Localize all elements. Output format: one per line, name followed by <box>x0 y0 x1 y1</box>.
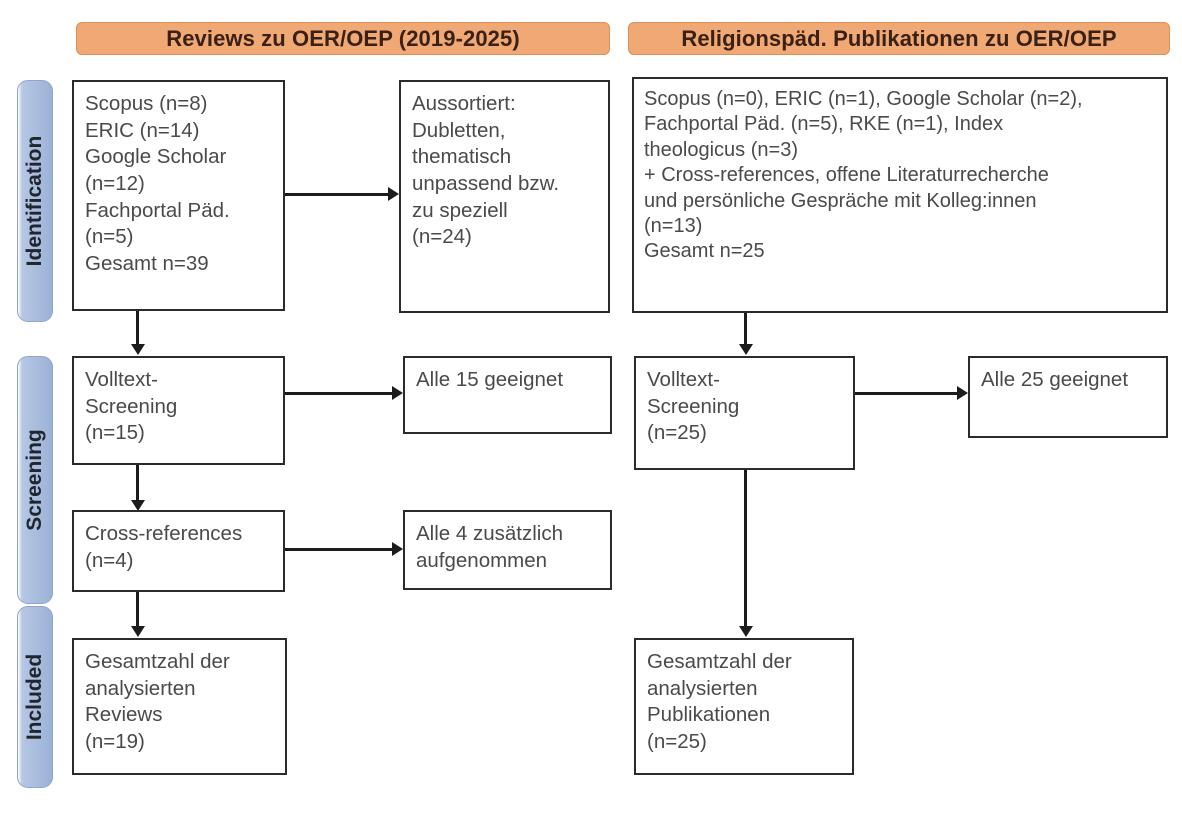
stage-label-screening: Screening <box>23 429 46 531</box>
stage-label-included: Included <box>23 653 46 741</box>
arrowhead-right-sources-to-fulltext <box>739 344 753 355</box>
connector-right-fulltext-to-included <box>744 470 747 628</box>
box-right-included-total: Gesamtzahl der analysierten Publikatione… <box>634 638 854 775</box>
stage-pill-identification: Identification <box>17 80 53 322</box>
connector-right-sources-to-fulltext <box>744 313 747 345</box>
arrowhead-left-sources-to-fulltext <box>131 344 145 355</box>
box-left-cross-references: Cross-references (n=4) <box>72 510 285 592</box>
arrowhead-left-crossrefs-to-included <box>131 626 145 637</box>
connector-left-fulltext-to-crossrefs <box>136 465 139 502</box>
arrowhead-left-fulltext-to-result <box>392 386 403 400</box>
box-right-fulltext-screening: Volltext- Screening (n=25) <box>634 356 855 470</box>
column-header-reviews: Reviews zu OER/OEP (2019-2025) <box>76 22 610 55</box>
arrowhead-left-crossrefs-to-result <box>392 542 403 556</box>
connector-left-fulltext-to-result <box>285 392 392 395</box>
connector-right-fulltext-to-result <box>855 392 957 395</box>
box-left-cross-references-result: Alle 4 zusätzlich aufgenommen <box>403 510 612 590</box>
box-left-included-total: Gesamtzahl der analysierten Reviews (n=1… <box>72 638 287 775</box>
connector-left-crossrefs-to-result <box>285 548 392 551</box>
arrowhead-left-sources-to-excluded <box>388 187 399 201</box>
stage-pill-screening: Screening <box>17 356 53 604</box>
connector-left-sources-to-fulltext <box>136 311 139 345</box>
box-left-excluded: Aussortiert: Dubletten, thematisch unpas… <box>399 80 610 313</box>
connector-left-crossrefs-to-included <box>136 592 139 628</box>
box-left-fulltext-screening: Volltext- Screening (n=15) <box>72 356 285 465</box>
arrowhead-left-fulltext-to-crossrefs <box>131 500 145 511</box>
box-left-fulltext-result: Alle 15 geeignet <box>403 356 612 434</box>
stage-label-identification: Identification <box>23 135 46 267</box>
column-header-publications: Religionspäd. Publikationen zu OER/OEP <box>628 22 1170 55</box>
box-right-fulltext-result: Alle 25 geeignet <box>968 356 1168 438</box>
arrowhead-right-fulltext-to-included <box>739 626 753 637</box>
connector-left-sources-to-excluded <box>285 193 388 196</box>
stage-pill-included: Included <box>17 606 53 788</box>
box-right-identification-sources: Scopus (n=0), ERIC (n=1), Google Scholar… <box>632 77 1168 313</box>
box-left-identification-sources: Scopus (n=8) ERIC (n=14) Google Scholar … <box>72 80 285 311</box>
arrowhead-right-fulltext-to-result <box>957 386 968 400</box>
